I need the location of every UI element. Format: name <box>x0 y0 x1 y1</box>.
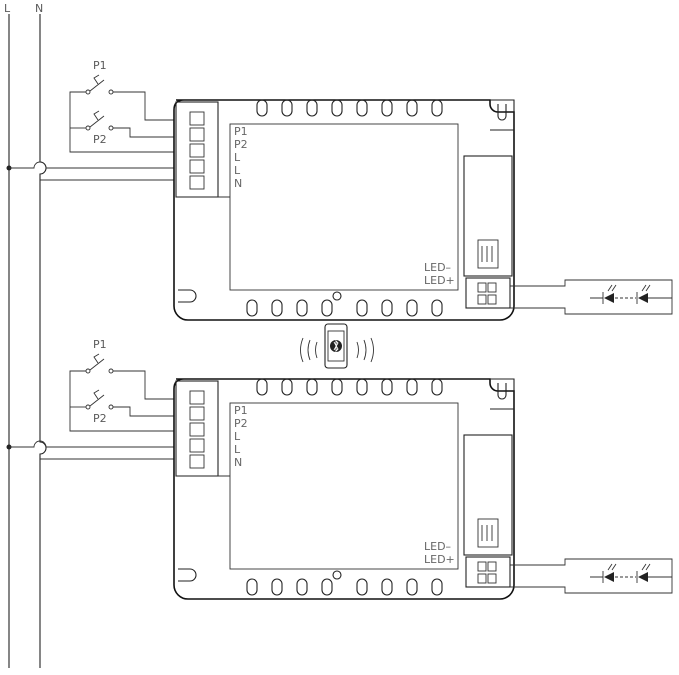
vents-bottom-lower <box>246 578 443 596</box>
wireless-phone <box>300 323 374 369</box>
led-diode-1-lower <box>604 572 614 582</box>
switch-p2-lower: P2 <box>70 389 175 425</box>
svg-text:L: L <box>234 151 241 164</box>
terminal-labels: P1 P2 L L N <box>234 125 248 190</box>
vents-bottom <box>246 299 443 317</box>
screw-lower <box>332 570 342 580</box>
neutral-rail-label: N <box>35 2 43 15</box>
led-diode-2-lower <box>638 572 648 582</box>
svg-text:L: L <box>234 164 241 177</box>
switch-p2: P2 <box>70 110 175 146</box>
control-module <box>463 155 513 277</box>
output-terminal-block <box>465 277 511 309</box>
label-panel-lower <box>229 402 459 570</box>
led-diode-2 <box>638 293 648 303</box>
led-diode-1 <box>604 293 614 303</box>
vents-top <box>256 99 443 117</box>
input-terminal-block-lower <box>175 380 230 477</box>
led-output <box>510 279 673 315</box>
switch-p1-lower: P1 <box>69 338 175 407</box>
led-plus-label-lower: LED+ <box>424 553 455 566</box>
power-rails: L N <box>4 2 47 668</box>
svg-text:N: N <box>234 456 242 469</box>
svg-text:L: L <box>234 443 241 456</box>
signal-waves-left <box>300 337 318 363</box>
terminal-labels-lower: P1 P2 L L N <box>234 404 248 469</box>
driver-unit-lower: P1 P2 <box>6 338 673 600</box>
signal-waves-right <box>356 337 374 363</box>
driver-unit-upper: P1 P2 <box>6 59 673 321</box>
bluetooth-glyph <box>333 339 339 353</box>
line-rail-label: L <box>4 2 11 15</box>
switch-p1-label: P1 <box>93 59 107 72</box>
switch-p1: P1 <box>69 59 175 128</box>
svg-text:P1: P1 <box>234 404 248 417</box>
switch-p1-label-lower: P1 <box>93 338 107 351</box>
mounting-slot-left <box>178 289 197 303</box>
led-minus-label-lower: LED– <box>424 540 451 553</box>
led-minus-label: LED– <box>424 261 451 274</box>
svg-text:L: L <box>234 430 241 443</box>
housing-lower <box>173 378 515 600</box>
dip-switch-lower <box>477 518 499 548</box>
dip-switch <box>477 239 499 269</box>
mounting-slot-right <box>497 104 507 121</box>
mounting-tab-right <box>490 99 515 131</box>
screw <box>332 291 342 301</box>
led-output-lower <box>510 558 673 594</box>
input-terminal-block <box>175 101 230 198</box>
svg-text:N: N <box>234 177 242 190</box>
switch-p2-label-lower: P2 <box>93 412 107 425</box>
output-terminal-block-lower <box>465 556 511 588</box>
vents-top-lower <box>256 378 443 396</box>
phone-body <box>324 323 348 369</box>
control-module-lower <box>463 434 513 556</box>
led-plus-label: LED+ <box>424 274 455 287</box>
phone-screen <box>327 330 345 362</box>
svg-text:P2: P2 <box>234 417 248 430</box>
neutral-rail <box>39 14 47 668</box>
label-panel <box>229 123 459 291</box>
svg-text:P2: P2 <box>234 138 248 151</box>
svg-text:P1: P1 <box>234 125 248 138</box>
housing <box>173 99 515 321</box>
switch-p2-label: P2 <box>93 133 107 146</box>
